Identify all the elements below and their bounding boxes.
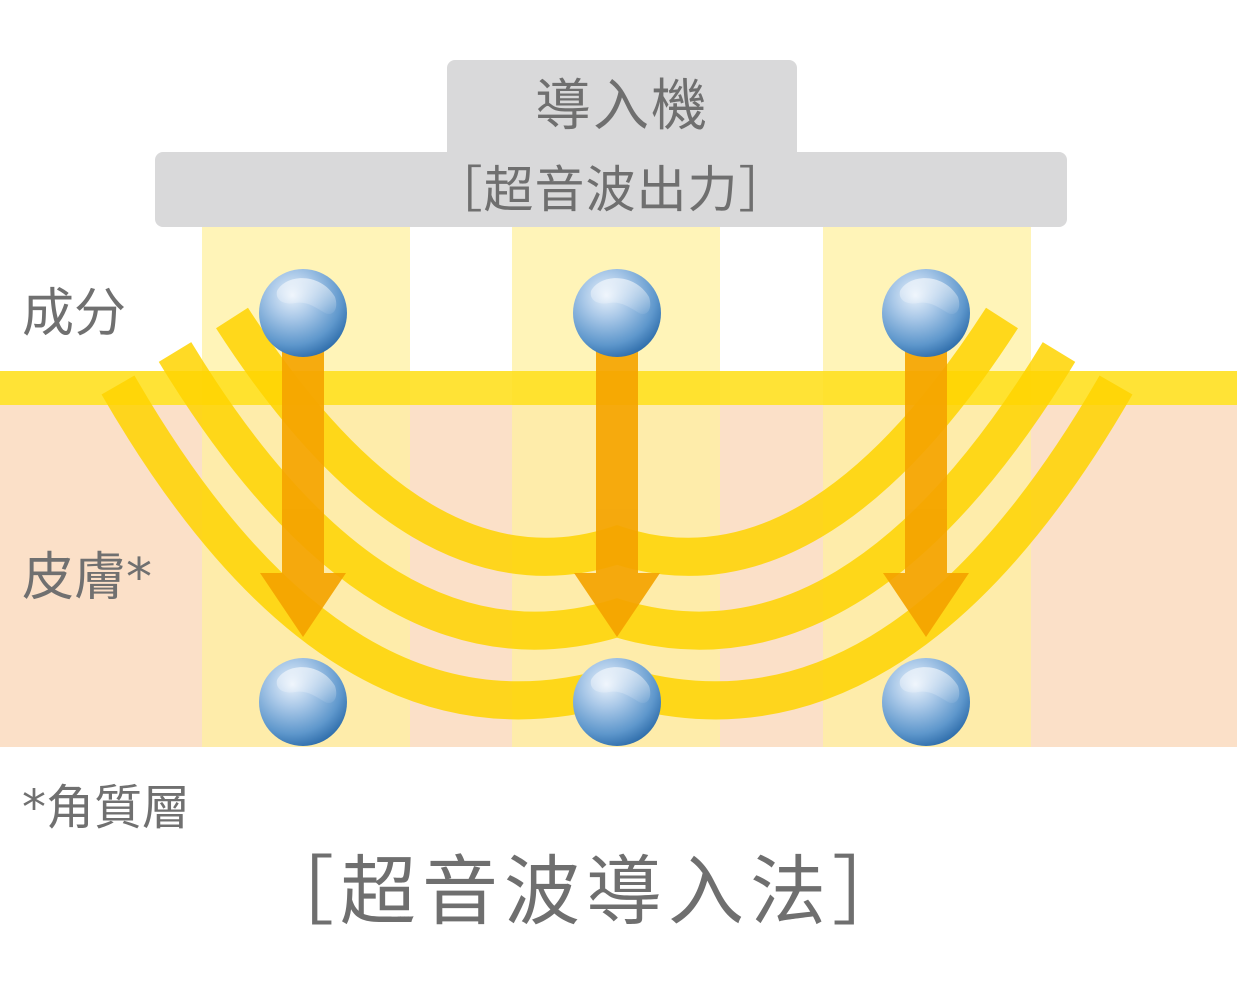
skin-label: 皮膚* <box>22 548 153 608</box>
footnote-label: *角質層 <box>22 780 191 836</box>
arrow-down-icon <box>260 340 969 637</box>
device-title: 導入機 <box>535 74 709 139</box>
device-subtitle: ［超音波出力］ <box>432 161 790 219</box>
ingredient-label: 成分 <box>22 284 127 344</box>
device-head <box>447 60 797 160</box>
device-body <box>155 152 1067 227</box>
diagram-title: ［超音波導入法］ <box>258 847 914 936</box>
